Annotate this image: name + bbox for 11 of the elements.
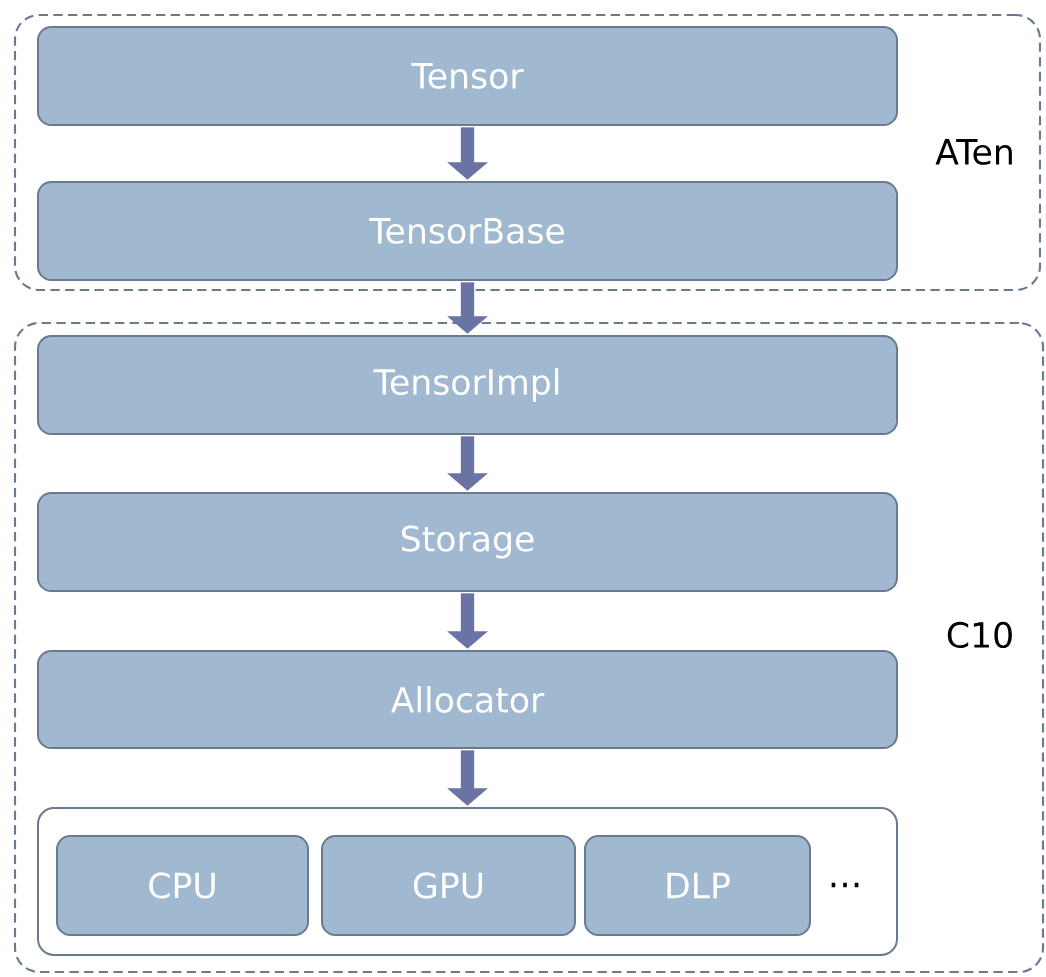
layer-box: TensorImpl [37, 335, 898, 435]
ellipsis-text: … [831, 882, 859, 888]
layer-box: DLP [584, 835, 811, 936]
group-label: ATen [935, 139, 1012, 165]
layer-box: Tensor [37, 26, 898, 126]
layer-box: TensorBase [37, 181, 898, 281]
layer-box: Storage [37, 492, 898, 592]
layer-box: Allocator [37, 650, 898, 749]
layer-box: CPU [56, 835, 309, 936]
layer-box: GPU [321, 835, 576, 936]
group-label: C10 [947, 621, 1012, 649]
